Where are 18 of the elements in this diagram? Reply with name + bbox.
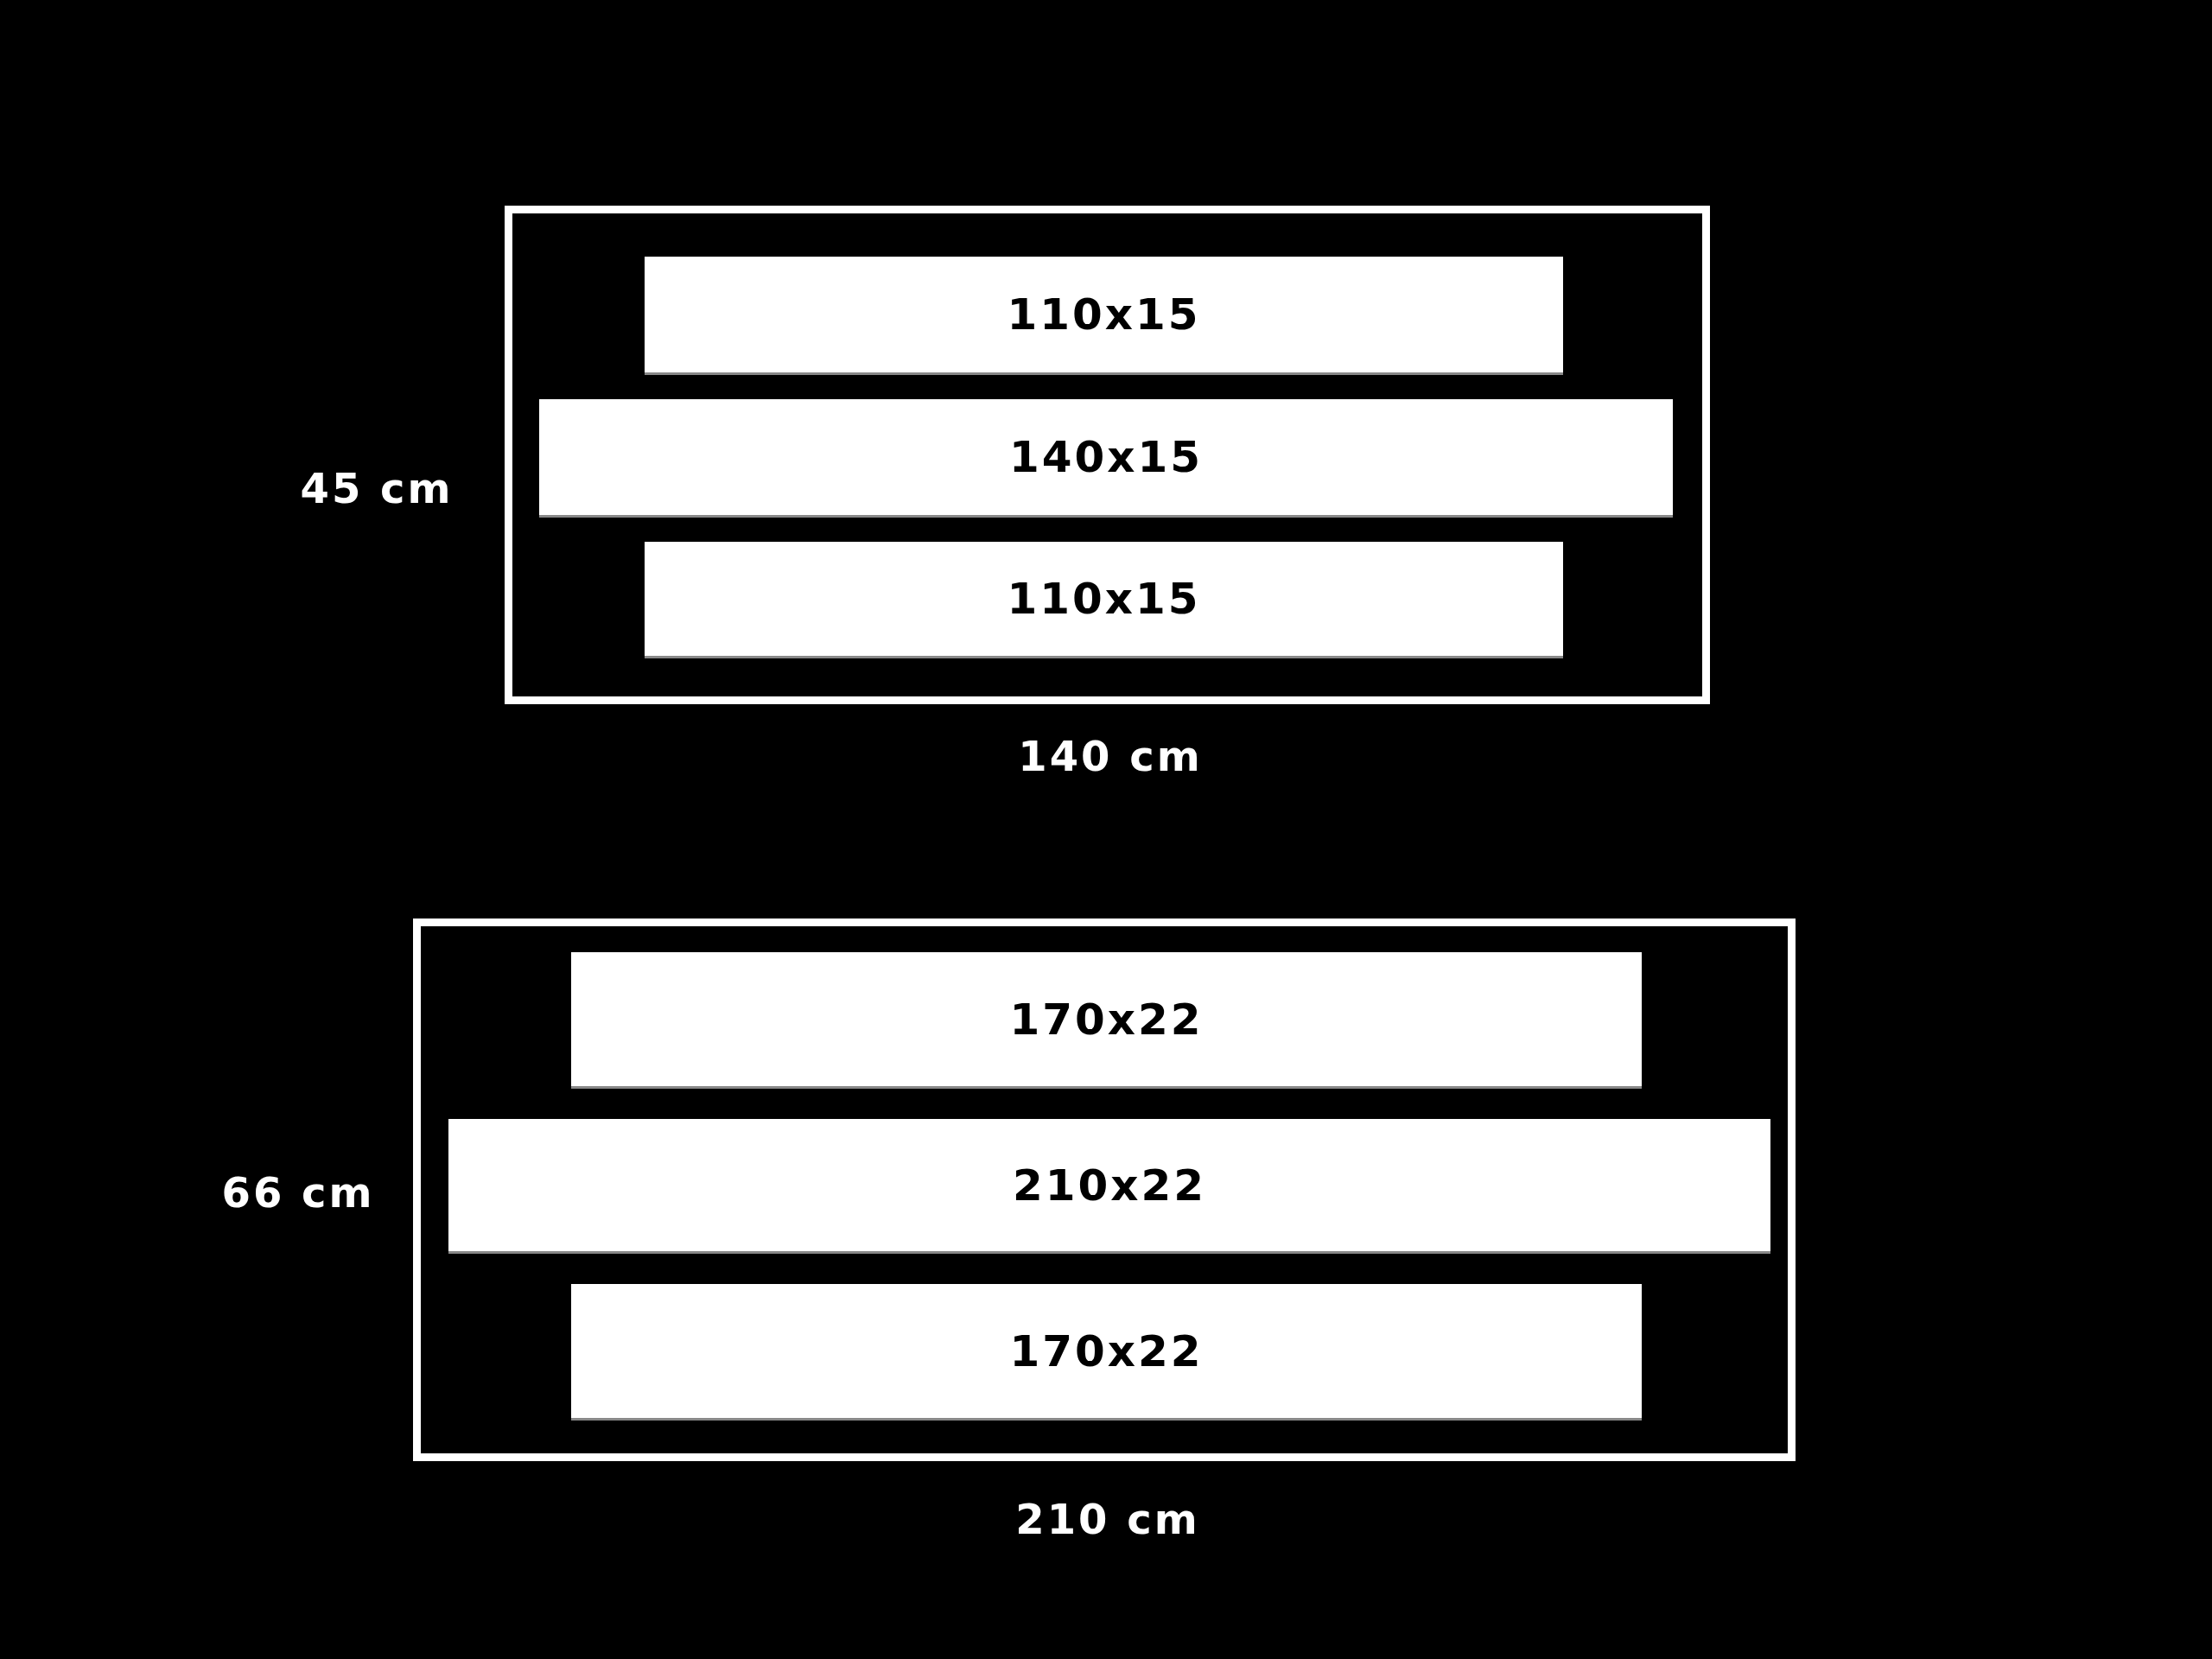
dimension-label: 140 cm (1018, 732, 1203, 780)
panel-rectangle (571, 952, 1642, 1089)
panel-rectangle (539, 399, 1673, 518)
panel-size-label: 170x22 (1009, 994, 1204, 1045)
panel-rectangle (645, 542, 1563, 658)
dimension-label: 210 cm (1015, 1495, 1200, 1543)
panel-size-label: 110x15 (1007, 574, 1201, 624)
panel-size-label: 170x22 (1009, 1325, 1204, 1376)
panel-size-label: 140x15 (1008, 432, 1204, 482)
panel-rectangle (645, 257, 1563, 375)
panel-size-label: 110x15 (1007, 289, 1201, 340)
panel-rectangle (448, 1119, 1770, 1254)
dimension-label: 45 cm (300, 464, 454, 512)
dimension-label: 66 cm (221, 1168, 375, 1217)
panel-size-label: 210x22 (1012, 1160, 1207, 1211)
panel-rectangle (571, 1284, 1642, 1421)
frame-outline (505, 206, 1710, 704)
frame-outline (413, 918, 1796, 1461)
